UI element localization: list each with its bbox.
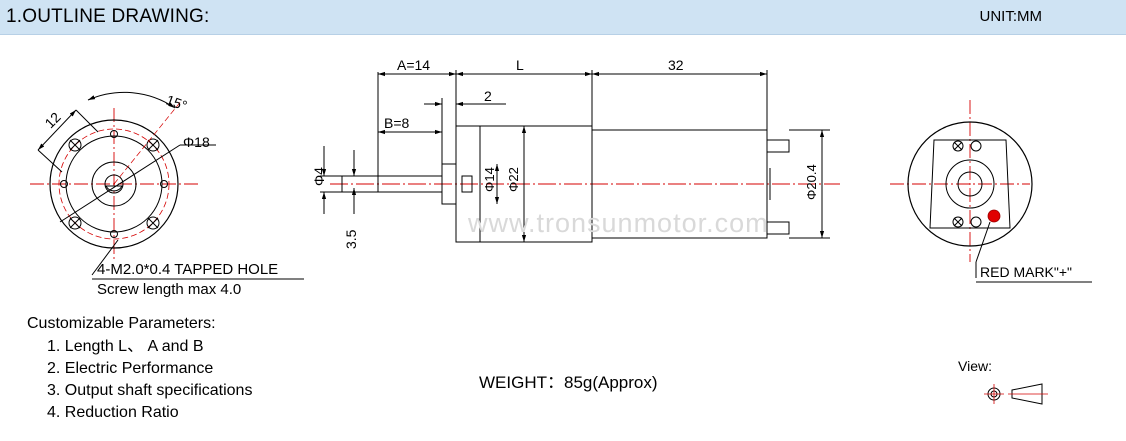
motor-terminal bbox=[766, 221, 790, 235]
front-shaft-flat bbox=[105, 185, 123, 192]
section-title: 1.OUTLINE DRAWING: bbox=[6, 6, 210, 27]
params-heading: Customizable Parameters: bbox=[27, 315, 216, 332]
front-view bbox=[30, 91, 304, 280]
watermark: www.tronsunmotor.com bbox=[467, 208, 769, 238]
params-item: 3. Output shaft specifications bbox=[47, 382, 253, 399]
view-label: View: bbox=[958, 358, 992, 374]
screw-length-note: Screw length max 4.0 bbox=[97, 281, 242, 298]
motor-body bbox=[591, 129, 768, 239]
front-shaft-circle bbox=[104, 174, 124, 194]
front-inner-circle bbox=[65, 135, 163, 233]
front-small-hole bbox=[110, 130, 118, 138]
dim-12-line bbox=[37, 109, 77, 151]
dim-phi4-label: Φ4 bbox=[311, 167, 327, 186]
dim-15-label: 15° bbox=[164, 91, 189, 113]
dim-3-5-label: 3.5 bbox=[343, 229, 359, 249]
front-small-hole bbox=[60, 180, 68, 188]
params-item: 1. Length L、 A and B bbox=[47, 338, 204, 355]
dim-a-label: A=14 bbox=[397, 57, 430, 73]
front-hub-circle bbox=[91, 161, 137, 207]
rear-outer-circle bbox=[907, 121, 1033, 247]
front-small-hole bbox=[110, 230, 118, 238]
red-mark-note: RED MARK"+" bbox=[980, 264, 1073, 280]
unit-label: UNIT:MM bbox=[979, 8, 1043, 25]
params-item: 2. Electric Performance bbox=[47, 360, 214, 377]
hole-note-leader bbox=[91, 239, 119, 276]
projection-symbol bbox=[984, 383, 1048, 405]
weight-label: WEIGHT：85g(Approx) bbox=[479, 373, 658, 392]
front-small-hole bbox=[160, 180, 168, 188]
dim-phi18-label: Φ18 bbox=[183, 134, 210, 150]
front-outer-circle bbox=[49, 119, 179, 249]
params-item: 4. Reduction Ratio bbox=[47, 404, 179, 421]
dim-2-label: 2 bbox=[484, 88, 492, 104]
dim-phi14-label: Φ14 bbox=[482, 167, 497, 192]
tapped-holes bbox=[68, 138, 160, 230]
dim-phi18-leader bbox=[59, 144, 181, 223]
rear-view bbox=[890, 100, 1092, 283]
front-pitch-circle bbox=[58, 128, 170, 240]
dim-l-label: L bbox=[516, 57, 524, 73]
tapped-hole-note: 4-M2.0*0.4 TAPPED HOLE bbox=[97, 261, 279, 278]
dim-phi204-label: Φ20.4 bbox=[804, 164, 819, 200]
params-list: 1. Length L、 A and B 2. Electric Perform… bbox=[27, 336, 252, 424]
dim-b-label: B=8 bbox=[384, 115, 410, 131]
dim-phi22-label: Φ22 bbox=[506, 167, 521, 192]
motor-terminal bbox=[766, 139, 790, 153]
red-mark-dot bbox=[987, 209, 1001, 223]
dim-32-label: 32 bbox=[668, 57, 684, 73]
dim-15-arc bbox=[87, 91, 176, 109]
customizable-parameters: Customizable Parameters: 1. Length L、 A … bbox=[27, 313, 252, 424]
rear-bearing bbox=[945, 159, 995, 209]
dim-12-label: 12 bbox=[41, 109, 63, 131]
rear-endcap bbox=[929, 139, 1011, 229]
side-view bbox=[320, 70, 840, 243]
section-header: 1.OUTLINE DRAWING: UNIT:MM bbox=[0, 0, 1126, 35]
